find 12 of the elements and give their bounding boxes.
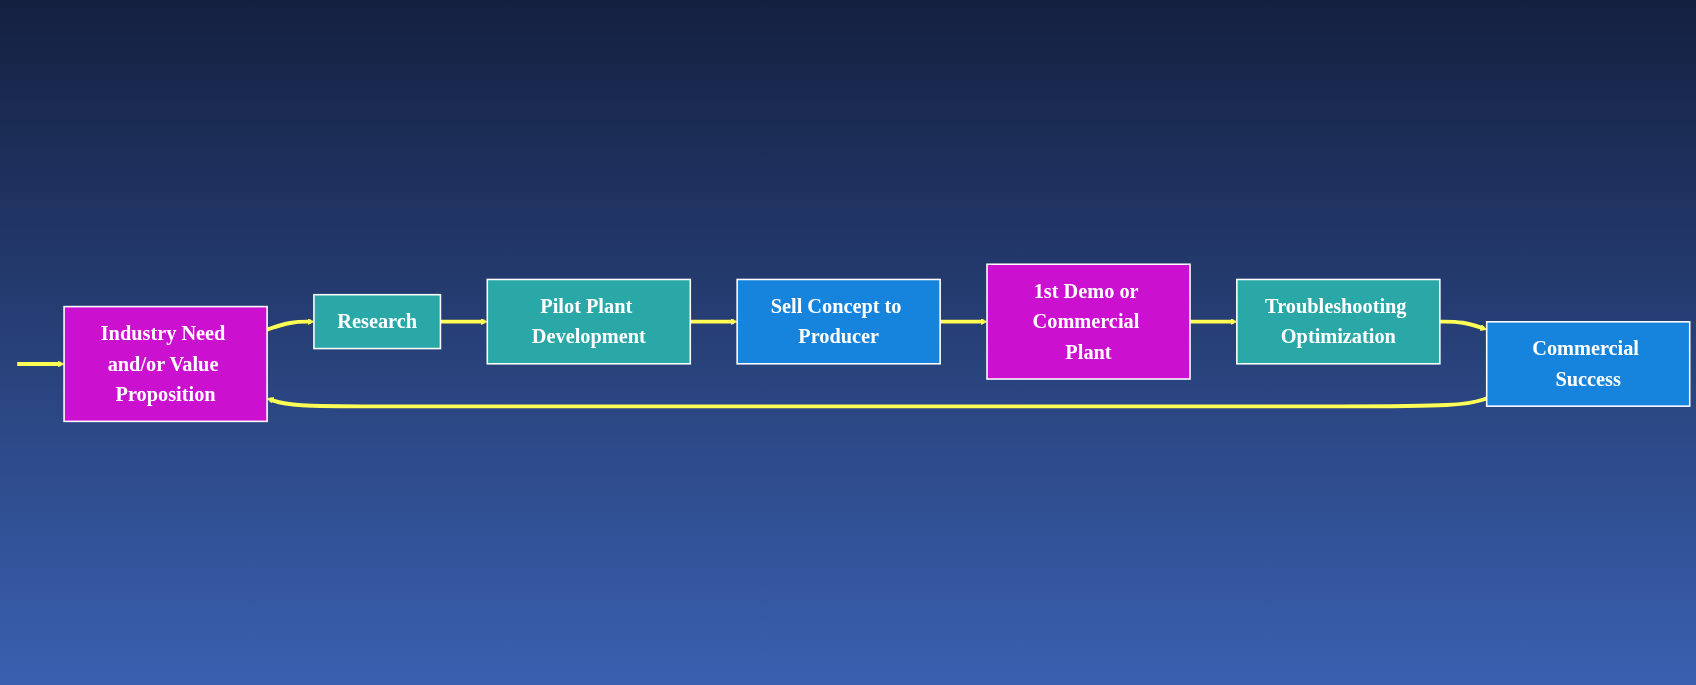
arrow (17, 360, 65, 368)
node-box: 1st Demo or Commercial Plant (986, 263, 1191, 380)
node-box: Research (313, 293, 442, 350)
arrow (690, 317, 738, 325)
node-box: Pilot Plant Development (486, 278, 692, 365)
arrow (1439, 319, 1487, 331)
node-box: Industry Need and/or Value Proposition (63, 305, 268, 422)
arrow (940, 317, 988, 325)
node-box: Troubleshooting Optimization (1236, 278, 1441, 365)
node-box: Commercial Success (1485, 320, 1691, 407)
arrow (440, 317, 488, 325)
node-box: Sell Concept to Producer (736, 278, 941, 365)
